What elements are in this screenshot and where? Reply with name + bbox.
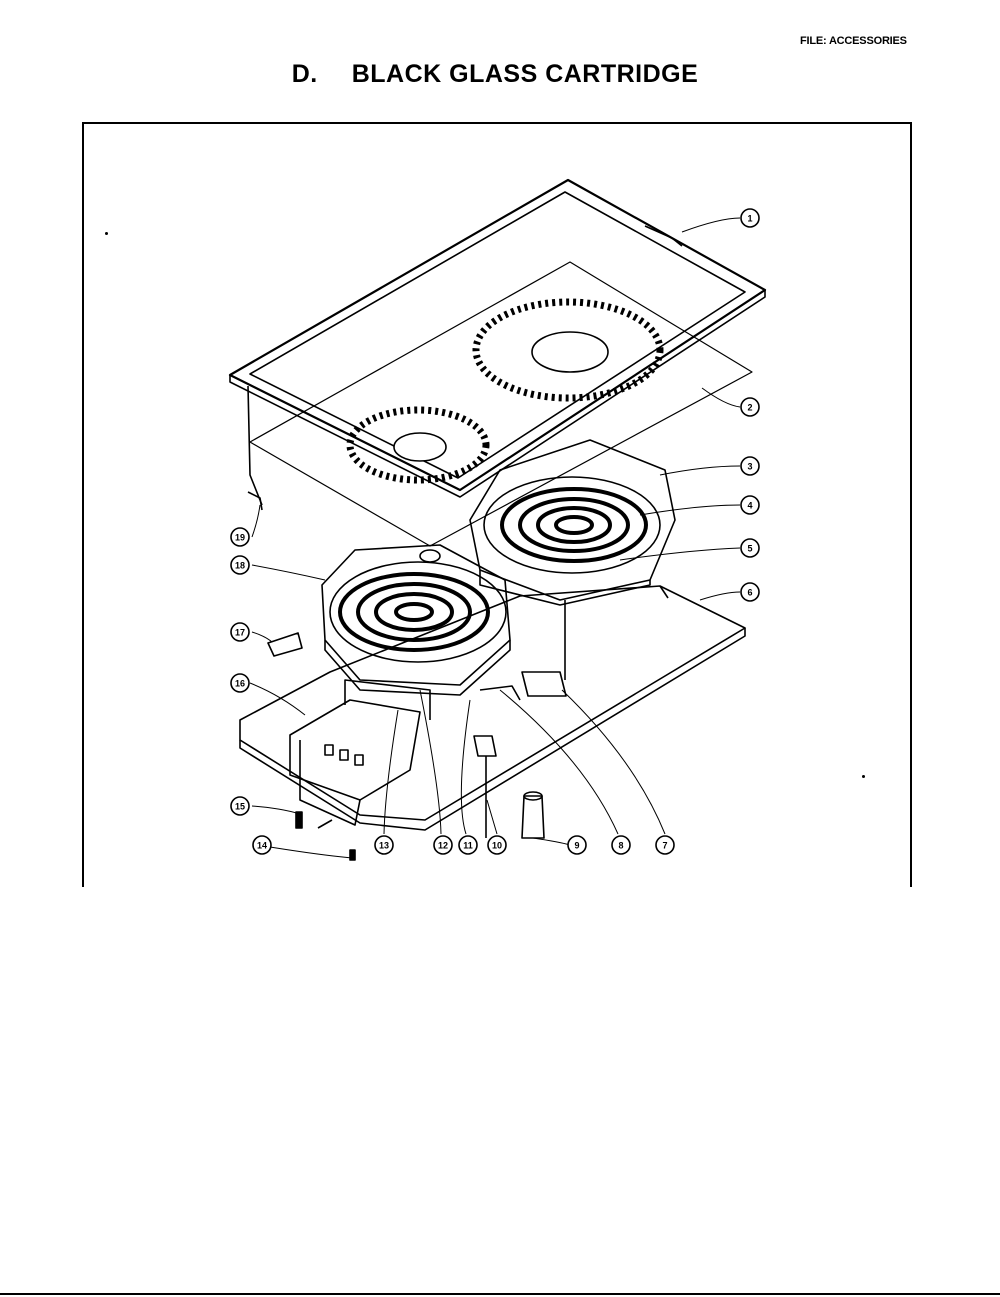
callout-15: 15 (230, 796, 250, 816)
callout-number: 19 (235, 533, 245, 543)
callout-number: 2 (747, 403, 752, 413)
callout-3: 3 (740, 456, 760, 476)
callout-2: 2 (740, 397, 760, 417)
callout-number: 8 (618, 841, 623, 851)
callout-number: 9 (574, 841, 579, 851)
trim-frame (228, 178, 767, 511)
callout-16: 16 (230, 673, 250, 693)
callout-10: 10 (487, 835, 507, 855)
callout-6: 6 (740, 582, 760, 602)
scan-speck (105, 232, 108, 235)
callout-number: 15 (235, 802, 245, 812)
screws (295, 811, 356, 861)
callout-18: 18 (230, 555, 250, 575)
burner-pan-right (469, 439, 676, 606)
callout-number: 12 (438, 841, 448, 851)
section-title: BLACK GLASS CARTRIDGE (351, 60, 699, 88)
callout-12: 12 (433, 835, 453, 855)
callout-number: 1 (747, 214, 752, 224)
callout-1: 1 (740, 208, 760, 228)
burner-pan-left (321, 544, 511, 696)
callout-number: 18 (235, 561, 245, 571)
callout-number: 4 (747, 501, 752, 511)
callout-number: 7 (662, 841, 667, 851)
leader-lines (249, 217, 741, 859)
glass-top (249, 261, 753, 547)
sleeve-9 (521, 791, 545, 839)
callout-number: 13 (379, 841, 389, 851)
clip-17 (267, 632, 303, 657)
base-pan (239, 585, 746, 831)
file-label: FILE: ACCESSORIES (800, 35, 907, 47)
callout-11: 11 (458, 835, 478, 855)
callout-9: 9 (567, 835, 587, 855)
callout-number: 10 (492, 841, 502, 851)
callout-19: 19 (230, 527, 250, 547)
callout-7: 7 (655, 835, 675, 855)
callout-8: 8 (611, 835, 631, 855)
callout-number: 11 (463, 841, 473, 851)
callout-5: 5 (740, 538, 760, 558)
callout-number: 5 (747, 544, 752, 554)
callout-number: 6 (747, 588, 752, 598)
scan-speck (862, 775, 865, 778)
bottom-rule (0, 1293, 1000, 1295)
callout-13: 13 (374, 835, 394, 855)
section-letter: D. (291, 60, 318, 88)
page-title: D. BLACK GLASS CARTRIDGE (0, 60, 990, 89)
callout-17: 17 (230, 622, 250, 642)
callout-number: 14 (257, 841, 267, 851)
terminal-block (289, 679, 431, 826)
diagram-frame (82, 122, 912, 887)
callout-14: 14 (252, 835, 272, 855)
coil-element-right (500, 487, 648, 563)
callout-number: 3 (747, 462, 752, 472)
coil-element-left (338, 572, 490, 652)
callout-4: 4 (740, 495, 760, 515)
callout-number: 16 (235, 679, 245, 689)
switch-assembly (473, 600, 567, 838)
callout-number: 17 (235, 628, 245, 638)
